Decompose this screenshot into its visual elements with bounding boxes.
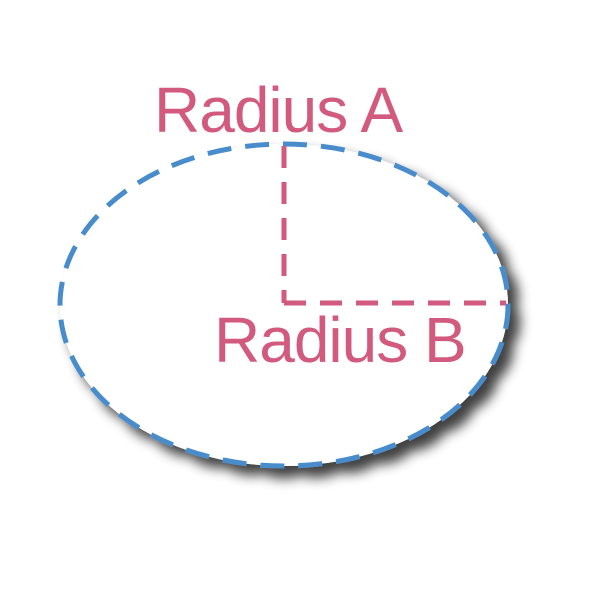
radius-a-label: Radius A (154, 74, 403, 146)
radius-b-label: Radius B (214, 304, 466, 376)
